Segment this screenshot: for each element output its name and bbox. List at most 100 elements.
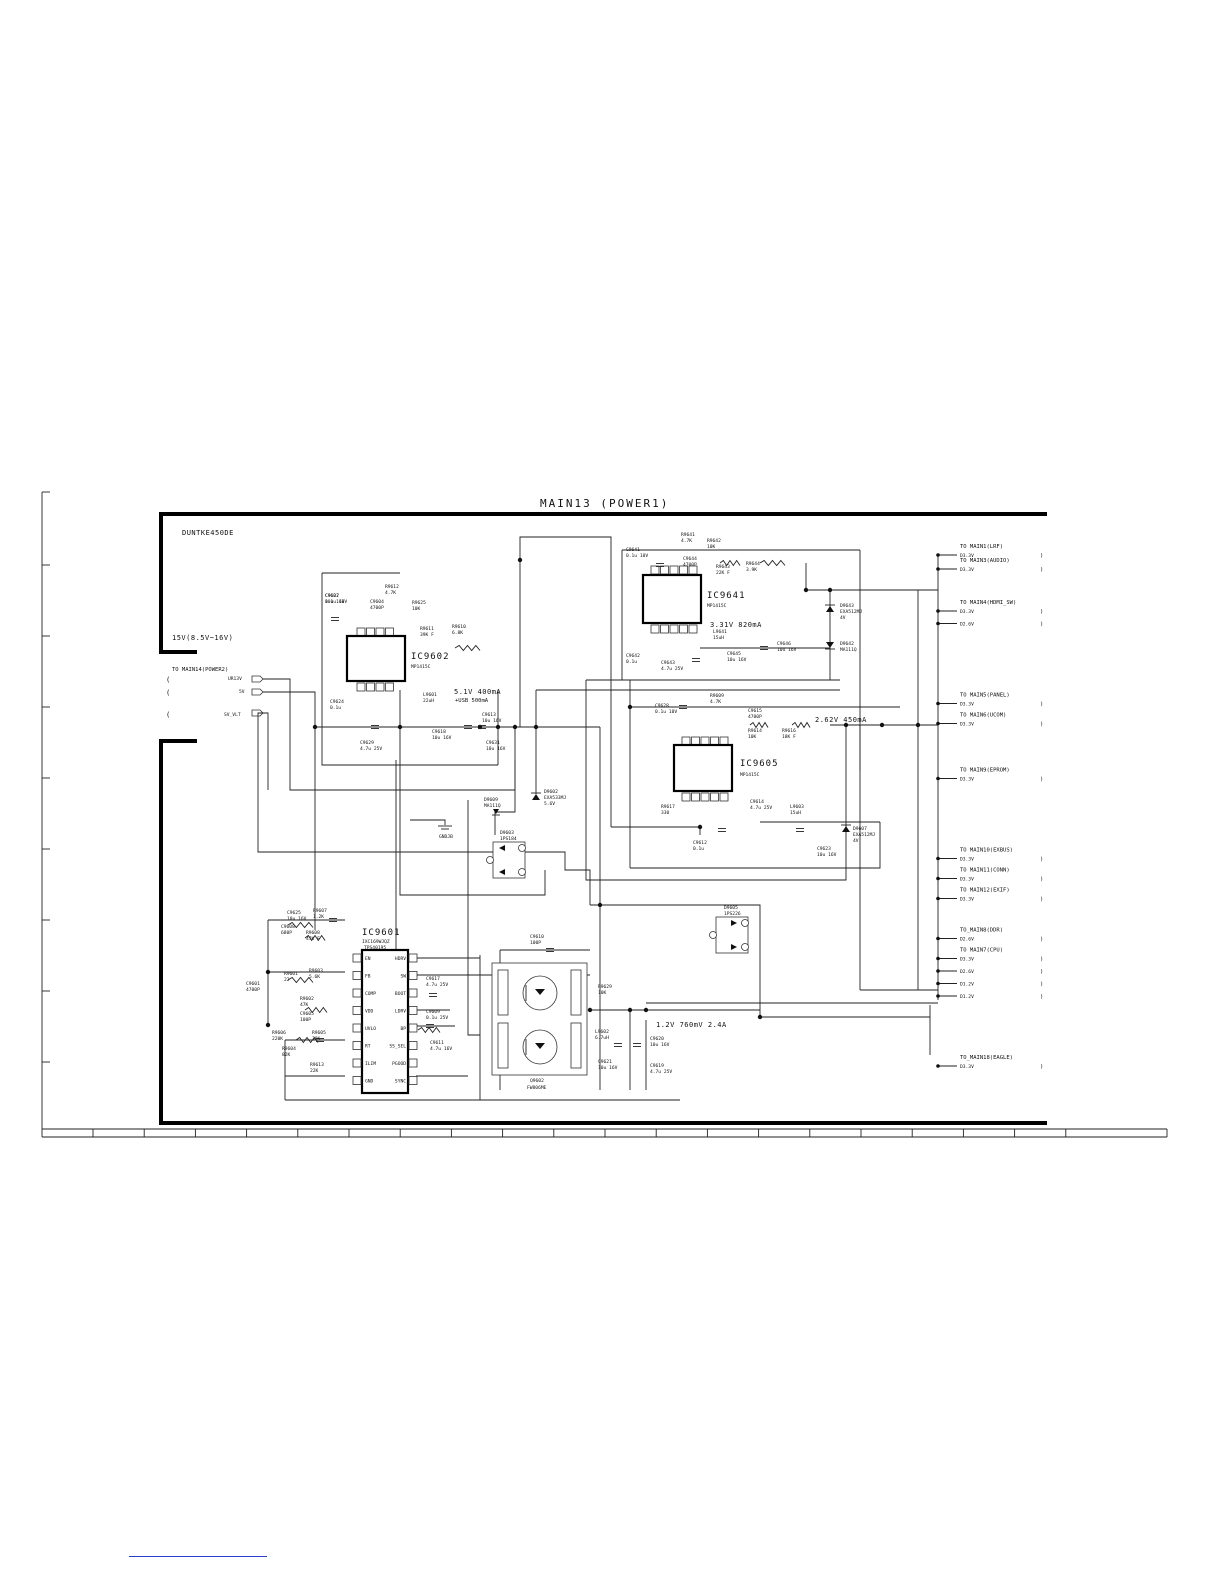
svg-text:(: ( [166, 676, 171, 684]
connector-bracket: ) [1040, 609, 1043, 615]
footer-rule [129, 1556, 267, 1557]
component-value: 10u 16V [777, 647, 797, 653]
component-value: 4.7u 16V [430, 1046, 452, 1052]
output-destination: TO_MAIN18(EAGLE) [960, 1055, 1013, 1061]
component-value: 10K [748, 734, 757, 740]
ic-pin [366, 627, 375, 637]
component-ref: C9601 [246, 981, 260, 987]
resistor [759, 559, 786, 567]
component-value: 82K [282, 1052, 291, 1058]
sheet-title: MAIN13 (POWER1) [540, 497, 669, 510]
svg-text:D9609: D9609 [484, 797, 498, 803]
sheet-frame [41, 491, 1168, 1138]
input-header: TO MAIN14(POWER2) [172, 667, 228, 673]
connector-bracket: ) [1040, 969, 1043, 975]
svg-text:D9607: D9607 [853, 826, 867, 832]
component-ref: C9641 [626, 547, 640, 553]
ic-pin [700, 792, 710, 802]
component-ref: C9619 [650, 1063, 664, 1069]
ic-pin [356, 627, 366, 637]
component-ref: R9629 [598, 984, 612, 990]
output-destination: TO MAIN1(LRF) [960, 544, 1003, 550]
ic-pin [669, 624, 679, 634]
ic9601-pin-label: SW [400, 974, 406, 980]
component-ref: C9615 [748, 708, 762, 714]
ic9601-pin-label: UVLO [365, 1026, 376, 1032]
output-destination: TO MAIN7(CPU) [960, 948, 1003, 954]
output-rail: D3.3V [960, 777, 974, 783]
output-destination: TO MAIN5(PANEL) [960, 693, 1010, 699]
component-value: 22 [284, 977, 290, 983]
component-ref: C9612 [693, 840, 707, 846]
wiring [257, 536, 939, 1101]
component-value: 220K [272, 1036, 283, 1042]
component-ref: R9604 [282, 1046, 296, 1052]
resistor [791, 721, 811, 729]
component-ref: R9611 [420, 626, 434, 632]
diode-d9607: D9607 EXA512MJ 4V [841, 824, 875, 844]
component-value: 22K [310, 1068, 319, 1074]
component-value: 4.7u 25V [750, 805, 772, 811]
output-connectors: TO MAIN1(LRF)D3.3V)TO MAIN3(AUDIO)D3.3V)… [936, 544, 1043, 1070]
diode-d9603: D9603 1PS184 [486, 830, 526, 879]
output-destination: TO MAIN10(EXBUS) [960, 848, 1013, 854]
connector-bracket: ) [1040, 1064, 1043, 1070]
svg-text:4V: 4V [853, 838, 859, 844]
resistor [295, 1036, 319, 1044]
ic-pin [375, 682, 385, 692]
ic-pin [375, 627, 385, 637]
component-value: 4.7u 25V [426, 982, 448, 988]
component-ref: R9602 [300, 996, 314, 1002]
output-rail: D3.3V [960, 897, 974, 903]
ic-pin [660, 624, 669, 634]
ic9602-ref: IC9602 [411, 652, 450, 662]
component-ref: R9625 [412, 600, 426, 606]
output-destination: TO MAIN11(CONN) [960, 868, 1010, 874]
ic9641-ref: IC9641 [707, 591, 746, 601]
output-destination: TO MAIN12(EXIF) [960, 888, 1010, 894]
ic9601-pin-label: GND [365, 1079, 374, 1085]
output-rail: D3.3V [960, 1064, 974, 1070]
component-value: 0.1u [626, 659, 637, 665]
ic-pin [691, 792, 700, 802]
mosfet-q9602: Q9602 FW806ME [491, 962, 588, 1091]
ic9601-pin-label: HDRV [395, 956, 406, 962]
d9605-ref: D9605 [724, 905, 738, 911]
component-ref: R9617 [661, 804, 675, 810]
q9602-ref: Q9602 [530, 1078, 544, 1084]
component-ref: R9614 [748, 728, 762, 734]
ic-pin [679, 624, 688, 634]
component-value: 4.7K [681, 538, 692, 544]
output-rail: D2.6V [960, 937, 974, 943]
ic-pin [719, 792, 729, 802]
d9605-part: 1PS226 [724, 911, 741, 917]
component-ref: C9604 [370, 599, 384, 605]
component-value: 10K [707, 544, 716, 550]
component-ref: C9644 [683, 556, 697, 562]
component-value: 4700P [370, 605, 384, 611]
component-value: 22uH [423, 698, 434, 704]
resistor [749, 721, 769, 729]
svg-text:EXA512MJ: EXA512MJ [853, 832, 875, 838]
q9602-part: FW806ME [527, 1085, 547, 1091]
connector-bracket: ) [1040, 622, 1043, 628]
ic9601-pin-label: BP [400, 1026, 406, 1032]
ic-pin [366, 682, 375, 692]
ic9641-part: MP1415C [707, 603, 727, 609]
junction-dots [265, 557, 921, 1028]
component-ref: L9601 [423, 692, 437, 698]
component-ref: R9606 [272, 1030, 286, 1036]
connector-bracket: ) [1040, 702, 1043, 708]
rail-5v1-sub: +USB 500mA [455, 698, 489, 704]
ic-pin [681, 736, 691, 746]
component-ref: C9610 [530, 934, 544, 940]
resistor [287, 976, 314, 984]
component-ref: C9620 [650, 1036, 664, 1042]
component-ref: R9616 [782, 728, 796, 734]
rail-2v62: 2.62V 450mA [815, 716, 867, 724]
component-ref: R9642 [707, 538, 721, 544]
component-value: 10K [598, 990, 607, 996]
component-value: 4700P [683, 562, 697, 568]
